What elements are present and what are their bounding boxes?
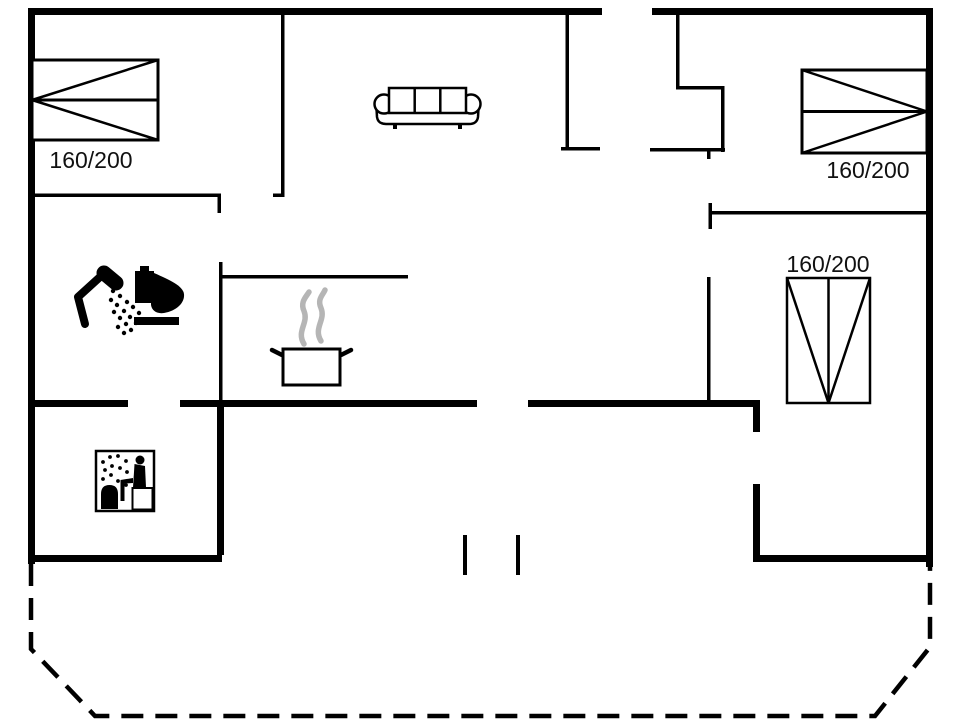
- toilet-button: [140, 266, 149, 272]
- toilet-icon: [134, 266, 185, 325]
- interior-thin-walls: [31, 10, 930, 403]
- corridor-wall-jamb: [708, 203, 712, 229]
- sauna-icon: [94, 449, 156, 513]
- bedroom-tl-bottom-wall: [31, 193, 221, 197]
- wall-left: [28, 8, 35, 564]
- bedroom-br-door-jamb: [753, 400, 760, 432]
- bathroom-door-jamb: [217, 193, 221, 213]
- closet-right-wall: [721, 86, 725, 152]
- pot-body: [281, 347, 342, 387]
- south-wall-segment-c: [528, 400, 757, 407]
- shower-icon: [74, 265, 142, 336]
- south-wall-segment-a: [28, 400, 128, 407]
- outer-walls: [28, 8, 933, 567]
- bed-diagonal: [785, 277, 830, 404]
- pot-handle-right: [338, 347, 354, 358]
- closet-bottom-wall: [650, 148, 725, 152]
- south-wall-segment-b: [180, 400, 477, 407]
- sauna-person: [120, 455, 146, 501]
- bed-diagonal: [31, 58, 159, 102]
- bedroom-rm-left-wall: [707, 277, 711, 403]
- bed-diagonal: [827, 277, 872, 404]
- interior-thick-walls: [28, 400, 760, 555]
- sofa-icon: [373, 86, 482, 129]
- double-bed-top-right: [800, 68, 929, 155]
- shower-spray: [108, 288, 142, 336]
- wall-right: [926, 8, 933, 567]
- double-bed-right: [785, 276, 872, 405]
- toilet-tank: [135, 271, 154, 303]
- sauna-bench: [131, 487, 154, 511]
- cooking-pot-icon: [269, 287, 354, 387]
- steam-wave: [315, 287, 328, 344]
- wall-bottom-right: [753, 555, 933, 562]
- door-post-left: [463, 535, 467, 575]
- bed-size-label: 160/200: [786, 251, 869, 277]
- steam-wave: [298, 289, 312, 347]
- closet-door-jamb: [707, 148, 711, 159]
- bed-size-label: 160/200: [826, 157, 909, 183]
- bedroom-tl-door-hook: [273, 193, 285, 197]
- bed-diagonal: [31, 98, 159, 142]
- bedroom-tl-right-wall: [281, 10, 285, 197]
- corridor-wall: [710, 211, 930, 215]
- sofa-foot: [393, 124, 397, 129]
- double-bed-top-left: [30, 58, 160, 142]
- wall-bottom-left: [28, 555, 222, 562]
- vestibule-left-wall: [565, 10, 569, 150]
- terrace-outline: [28, 564, 933, 719]
- bed-diagonal: [801, 68, 928, 113]
- toilet-bowl: [151, 273, 185, 314]
- sauna-heater: [101, 485, 118, 509]
- sauna-steam-dots: [101, 454, 129, 487]
- terrace-door-posts: [463, 535, 520, 575]
- wall-top-right-segment: [652, 8, 933, 15]
- closet-shelf-wall: [676, 86, 724, 90]
- kitchen-top-wall: [219, 275, 408, 279]
- shower-head: [96, 265, 124, 291]
- vestibule-left-foot: [561, 147, 600, 151]
- bed-size-label: 160/200: [49, 147, 132, 173]
- sofa-back: [387, 86, 468, 115]
- bathroom-right-wall: [219, 262, 223, 400]
- bedroom-br-left-wall: [753, 484, 760, 555]
- wall-top-left-segment: [28, 8, 602, 15]
- sofa-foot: [458, 124, 462, 129]
- vestibule-right-wall: [676, 10, 680, 89]
- toilet-base: [134, 317, 179, 325]
- shower-hose: [74, 273, 104, 328]
- bed-diagonal: [801, 110, 928, 155]
- sauna-right-wall: [217, 400, 224, 555]
- pot-handle-left: [269, 347, 285, 358]
- door-post-right: [516, 535, 520, 575]
